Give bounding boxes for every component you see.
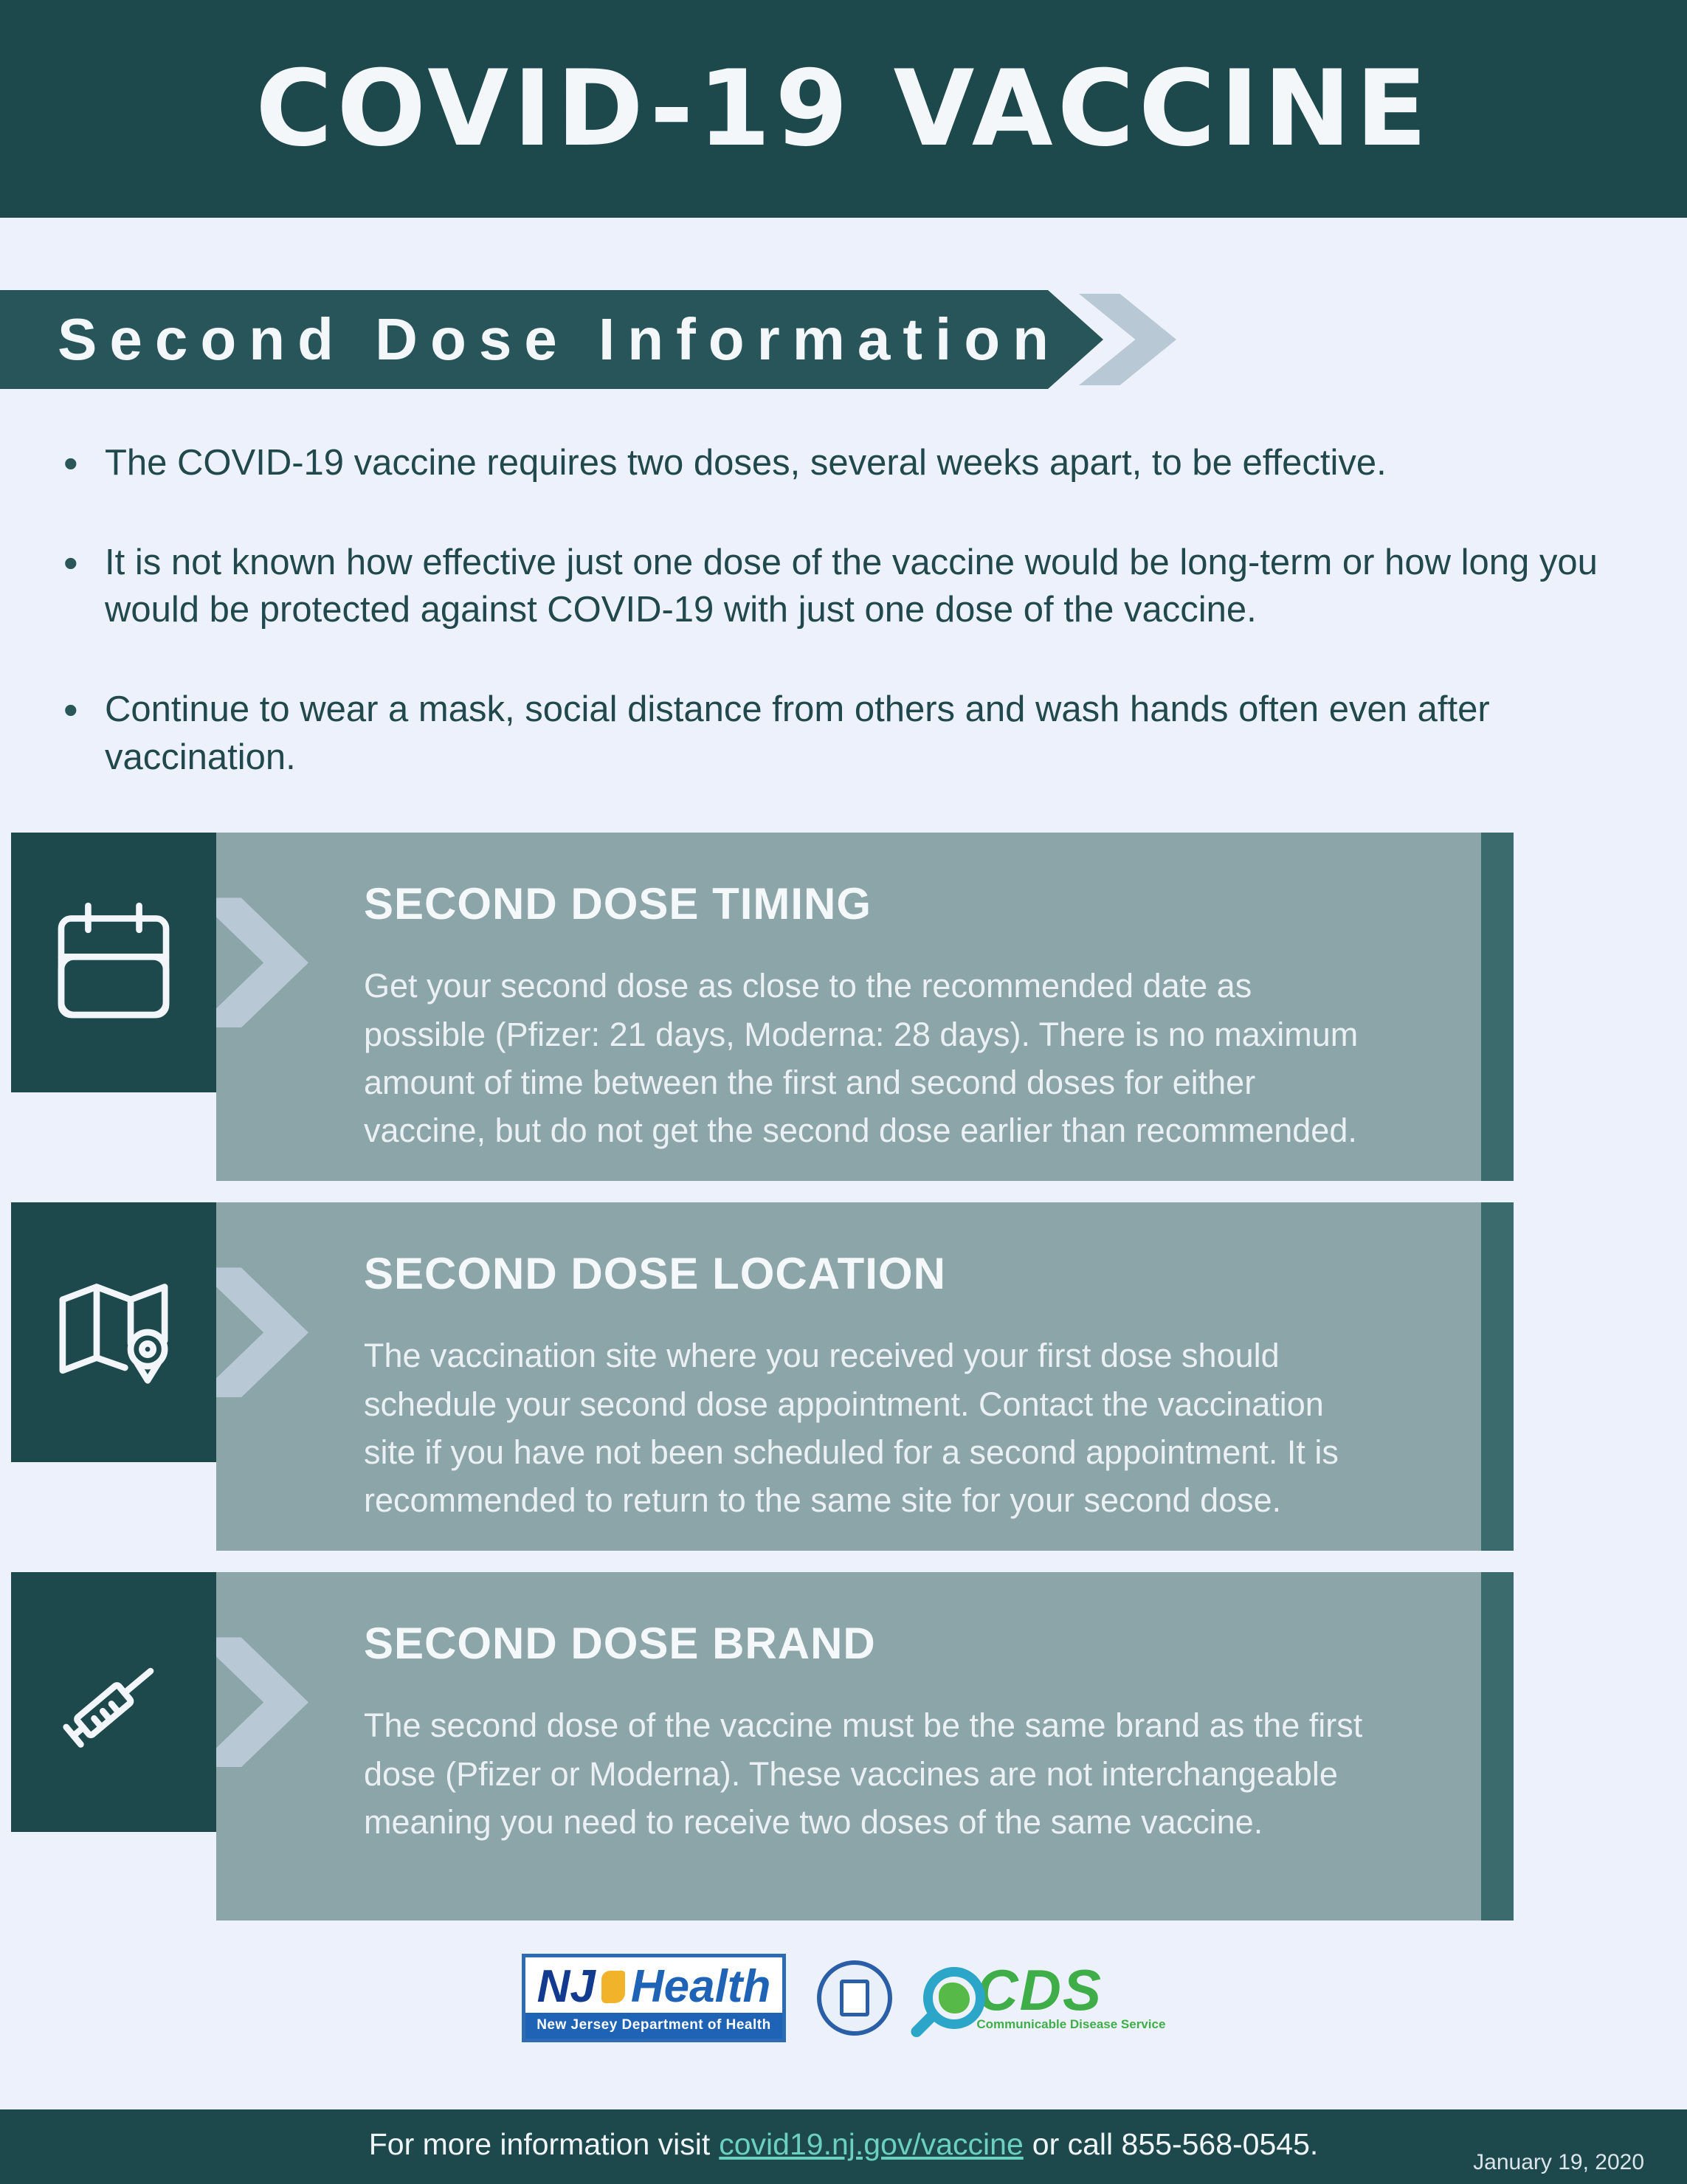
card-title: SECOND DOSE LOCATION xyxy=(364,1249,946,1299)
map-location-icon xyxy=(11,1202,216,1463)
card-second-dose-timing: SECOND DOSE TIMING Get your second dose … xyxy=(0,833,1687,1182)
info-cards: SECOND DOSE TIMING Get your second dose … xyxy=(0,833,1687,1921)
card-panel: SECOND DOSE TIMING Get your second dose … xyxy=(216,833,1514,1182)
card-panel: SECOND DOSE BRAND The second dose of the… xyxy=(216,1572,1514,1921)
card-second-dose-location: SECOND DOSE LOCATION The vaccination sit… xyxy=(0,1202,1687,1551)
page-title: COVID-19 VACCINE xyxy=(255,48,1432,170)
cds-letters: CDS xyxy=(976,1957,1103,2023)
card-body-text: Get your second dose as close to the rec… xyxy=(364,967,1359,1150)
calendar-icon xyxy=(11,833,216,1093)
cds-logo: CDS Communicable Disease Service xyxy=(923,1957,1166,2032)
nj-health-subtitle: New Jersey Department of Health xyxy=(525,2013,783,2039)
cds-wordmark: CDS Communicable Disease Service xyxy=(976,1957,1166,2032)
nj-letters: NJ xyxy=(537,1961,596,2013)
footer-date: January 19, 2020 xyxy=(1473,2150,1644,2174)
section-ribbon-row: Second Dose Information xyxy=(0,290,1687,389)
health-letters: Health xyxy=(630,1961,771,2013)
nj-health-wordmark: NJ Health xyxy=(525,1957,783,2013)
card-panel: SECOND DOSE LOCATION The vaccination sit… xyxy=(216,1202,1514,1551)
card-title: SECOND DOSE BRAND xyxy=(364,1619,876,1669)
footer-suffix: or call 855-568-0545. xyxy=(1032,2127,1319,2161)
seal-emblem-icon xyxy=(840,1980,870,2017)
nj-state-shape-icon xyxy=(601,1970,625,2003)
department-seal-icon xyxy=(817,1960,893,2036)
bullet-item: Continue to wear a mask, social distance… xyxy=(59,683,1616,781)
card-body-text: The vaccination site where you received … xyxy=(364,1337,1339,1520)
card-title: SECOND DOSE TIMING xyxy=(364,879,872,929)
syringe-icon xyxy=(11,1572,216,1833)
section-ribbon: Second Dose Information xyxy=(0,290,1103,389)
cds-subtitle: Communicable Disease Service xyxy=(976,2017,1166,2032)
intro-bullet-list: The COVID-19 vaccine requires two doses,… xyxy=(59,436,1628,781)
card-second-dose-brand: SECOND DOSE BRAND The second dose of the… xyxy=(0,1572,1687,1921)
nj-health-logo: NJ Health New Jersey Department of Healt… xyxy=(521,1954,787,2043)
bullet-item: It is not known how effective just one d… xyxy=(59,536,1616,634)
bullet-item: The COVID-19 vaccine requires two doses,… xyxy=(59,436,1616,491)
footer-prefix: For more information visit xyxy=(368,2127,711,2161)
logos-row: NJ Health New Jersey Department of Healt… xyxy=(0,1942,1687,2054)
card-body-text: The second dose of the vaccine must be t… xyxy=(364,1706,1363,1841)
section-title: Second Dose Information xyxy=(58,306,1061,372)
header-band: COVID-19 VACCINE xyxy=(0,0,1687,218)
footer-link[interactable]: covid19.nj.gov/vaccine xyxy=(719,2127,1024,2161)
